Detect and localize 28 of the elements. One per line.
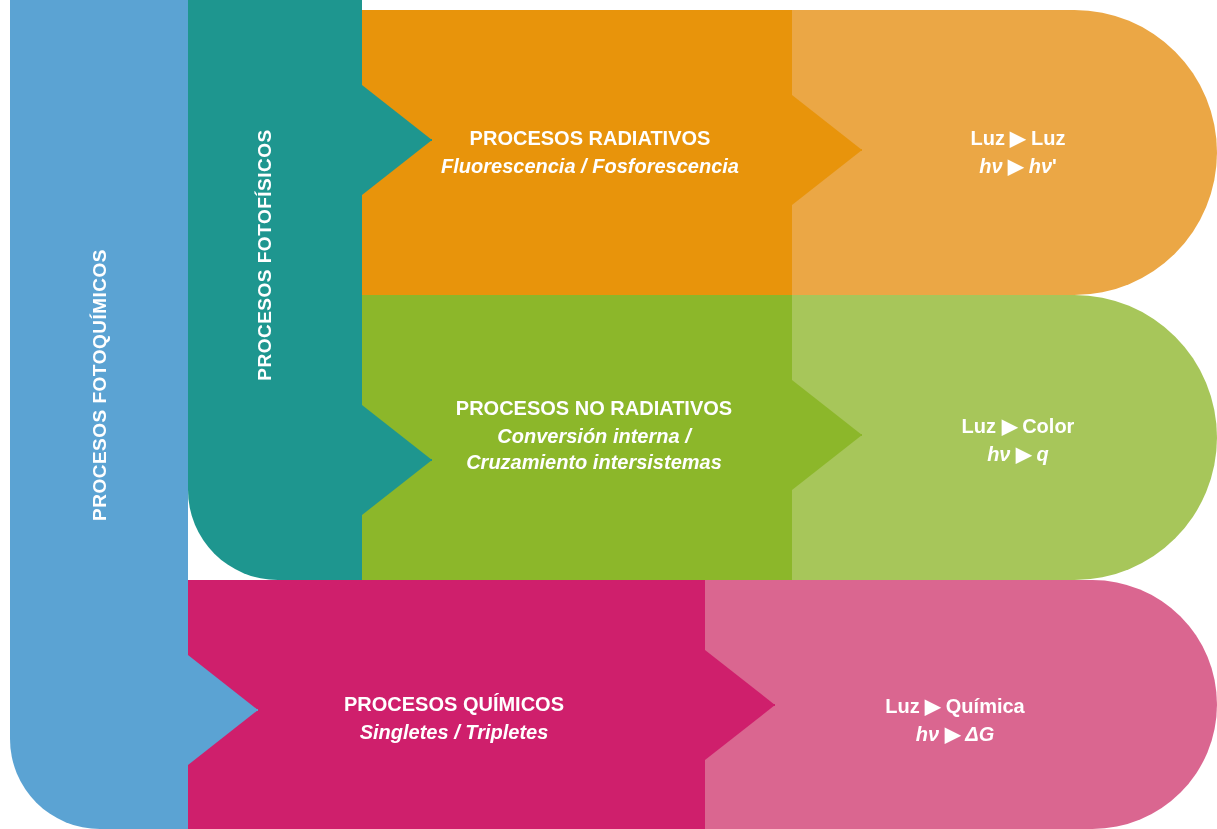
result-text: hν ▶ ΔG xyxy=(914,722,996,747)
process-band xyxy=(10,0,188,829)
chevron-arrow xyxy=(791,95,863,205)
process-band xyxy=(188,0,362,580)
result-text: Luz ▶ Luz xyxy=(970,126,1066,151)
description-text: Singletes / Tripletes xyxy=(358,720,550,745)
result-band xyxy=(792,10,1217,295)
process-band xyxy=(362,10,792,295)
result-band xyxy=(792,295,1217,580)
chevron-arrow xyxy=(704,650,776,760)
result-band xyxy=(705,580,1217,829)
result-text: Luz ▶ Color xyxy=(961,414,1075,439)
heading-text: PROCESOS RADIATIVOS xyxy=(468,126,712,151)
heading-text: PROCESOS QUÍMICOS xyxy=(343,692,565,717)
description-text: Fluorescencia / Fosforescencia xyxy=(440,154,740,179)
process-band xyxy=(188,580,705,829)
description-text: Conversión interna / Cruzamiento intersistemas xyxy=(465,424,723,475)
result-text: Luz ▶ Química xyxy=(885,694,1025,719)
chevron-arrow xyxy=(187,655,259,765)
result-text: hν ▶ q xyxy=(986,442,1050,467)
band-label: PROCESOS FOTOFÍSICOS xyxy=(254,129,276,381)
chevron-arrow xyxy=(791,380,863,490)
band-label: PROCESOS FOTOQUÍMICOS xyxy=(89,249,111,521)
chevron-arrow xyxy=(361,85,433,195)
process-band xyxy=(362,295,792,580)
heading-text: PROCESOS NO RADIATIVOS xyxy=(454,396,734,421)
result-text: hν ▶ hν' xyxy=(978,154,1058,179)
chevron-arrow xyxy=(361,405,433,515)
